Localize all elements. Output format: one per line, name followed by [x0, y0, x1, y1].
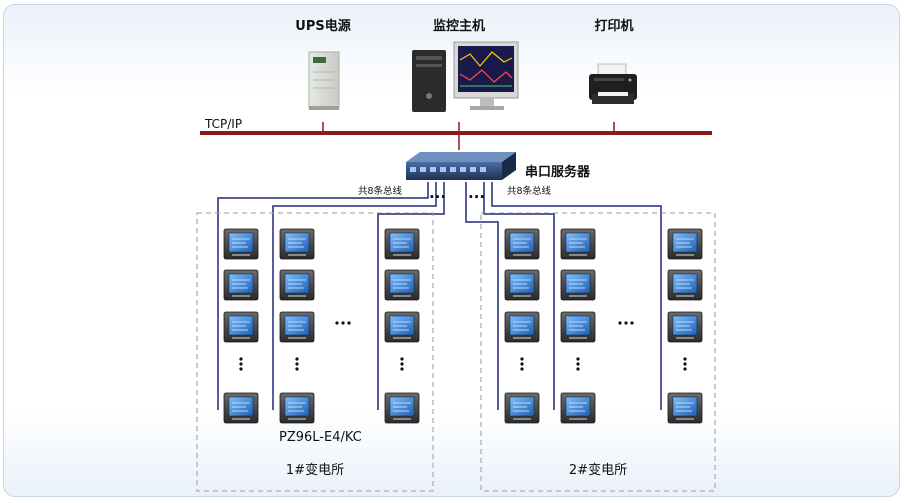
power-meter-icon	[223, 269, 259, 301]
substation-1-label: 1#变电所	[286, 462, 344, 478]
ups-cabinet-icon	[308, 51, 340, 110]
substation-1-group	[196, 212, 434, 492]
printer-icon	[589, 63, 637, 104]
horizontal-ellipsis-dot	[341, 321, 345, 325]
horizontal-ellipsis-dot	[347, 321, 351, 325]
power-meter-icon	[384, 269, 420, 301]
power-meter-icon	[667, 228, 703, 260]
power-meter-icon	[560, 311, 596, 343]
bus-line-right-1	[465, 182, 499, 410]
substation-2-label: 2#变电所	[569, 462, 627, 478]
horizontal-ellipsis-dot	[335, 321, 339, 325]
vertical-ellipsis-dot	[295, 367, 299, 371]
power-meter-array	[223, 228, 703, 424]
tcpip-label: TCP/IP	[204, 117, 242, 131]
serial-server-label: 串口服务器	[525, 164, 591, 180]
bus-lines	[217, 182, 662, 410]
power-meter-icon	[223, 311, 259, 343]
vertical-ellipsis-dot	[239, 367, 243, 371]
power-meter-icon	[279, 392, 315, 424]
desktop-computer-icon	[412, 41, 519, 112]
vertical-ellipsis-dot	[576, 357, 580, 361]
vertical-ellipsis-dot	[520, 367, 524, 371]
serial-server-icon	[406, 152, 516, 180]
vertical-ellipsis-dot	[683, 362, 687, 366]
bus-line-right-2	[483, 182, 555, 410]
vertical-ellipsis-dot	[239, 362, 243, 366]
power-meter-icon	[223, 228, 259, 260]
horizontal-ellipsis-dot	[624, 321, 628, 325]
vertical-ellipsis-dot	[295, 362, 299, 366]
meter-model-label: PZ96L-E4/KC	[279, 430, 362, 445]
bus-ellipsis-left: ···	[429, 188, 446, 206]
ups-label: UPS电源	[295, 18, 350, 34]
diagram-frame	[3, 4, 900, 497]
bus-count-right-label: 共8条总线	[507, 185, 552, 197]
power-meter-icon	[223, 392, 259, 424]
power-meter-icon	[667, 269, 703, 301]
vertical-ellipsis-dot	[239, 357, 243, 361]
substation-2-group	[480, 212, 716, 492]
power-meter-icon	[384, 228, 420, 260]
bus-line-left-1	[217, 182, 429, 410]
power-meter-icon	[504, 311, 540, 343]
vertical-ellipsis-dot	[400, 357, 404, 361]
bus-line-left-2	[272, 182, 437, 410]
power-meter-icon	[279, 269, 315, 301]
power-meter-icon	[560, 392, 596, 424]
power-meter-icon	[504, 269, 540, 301]
monitor-host-label: 监控主机	[433, 18, 485, 34]
power-meter-icon	[667, 392, 703, 424]
vertical-ellipsis-dot	[576, 367, 580, 371]
bus-ellipsis-right: ···	[468, 188, 485, 206]
bus-line-left-3	[377, 182, 445, 410]
power-meter-icon	[504, 392, 540, 424]
power-meter-icon	[560, 228, 596, 260]
power-meter-icon	[384, 392, 420, 424]
vertical-ellipsis-dot	[400, 367, 404, 371]
power-meter-icon	[504, 228, 540, 260]
bus-line-right-3	[491, 182, 662, 410]
vertical-ellipsis-dot	[400, 362, 404, 366]
vertical-ellipsis-dot	[520, 357, 524, 361]
vertical-ellipsis-dot	[683, 367, 687, 371]
power-meter-icon	[279, 228, 315, 260]
horizontal-ellipsis-dot	[630, 321, 634, 325]
power-meter-icon	[279, 311, 315, 343]
power-meter-icon	[667, 311, 703, 343]
vertical-ellipsis-dot	[683, 357, 687, 361]
power-meter-icon	[560, 269, 596, 301]
vertical-ellipsis-dot	[576, 362, 580, 366]
bus-count-left-label: 共8条总线	[358, 185, 403, 197]
power-meter-icon	[384, 311, 420, 343]
vertical-ellipsis-dot	[520, 362, 524, 366]
vertical-ellipsis-dot	[295, 357, 299, 361]
printer-label: 打印机	[594, 18, 633, 34]
horizontal-ellipsis-dot	[618, 321, 622, 325]
